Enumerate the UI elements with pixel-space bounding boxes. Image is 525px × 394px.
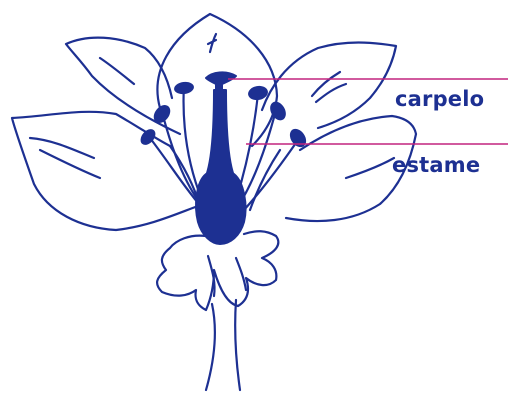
label-carpelo: carpelo — [395, 89, 484, 110]
stem — [206, 300, 240, 390]
anther-2 — [150, 102, 173, 126]
filament-6 — [244, 140, 298, 210]
carpel-style — [206, 90, 234, 176]
petal-right-vein — [346, 158, 394, 178]
petal-upper-right-vein — [312, 72, 346, 102]
sepal-detail — [208, 256, 246, 296]
petal-left-vein-1 — [40, 150, 100, 178]
petal-top-vein — [208, 34, 216, 52]
carpel-ovary — [196, 174, 245, 244]
anther-1 — [173, 81, 194, 96]
petal-left-vein-2 — [30, 138, 94, 158]
petal-upper-left-vein — [100, 58, 134, 84]
label-estame: estame — [392, 155, 480, 176]
